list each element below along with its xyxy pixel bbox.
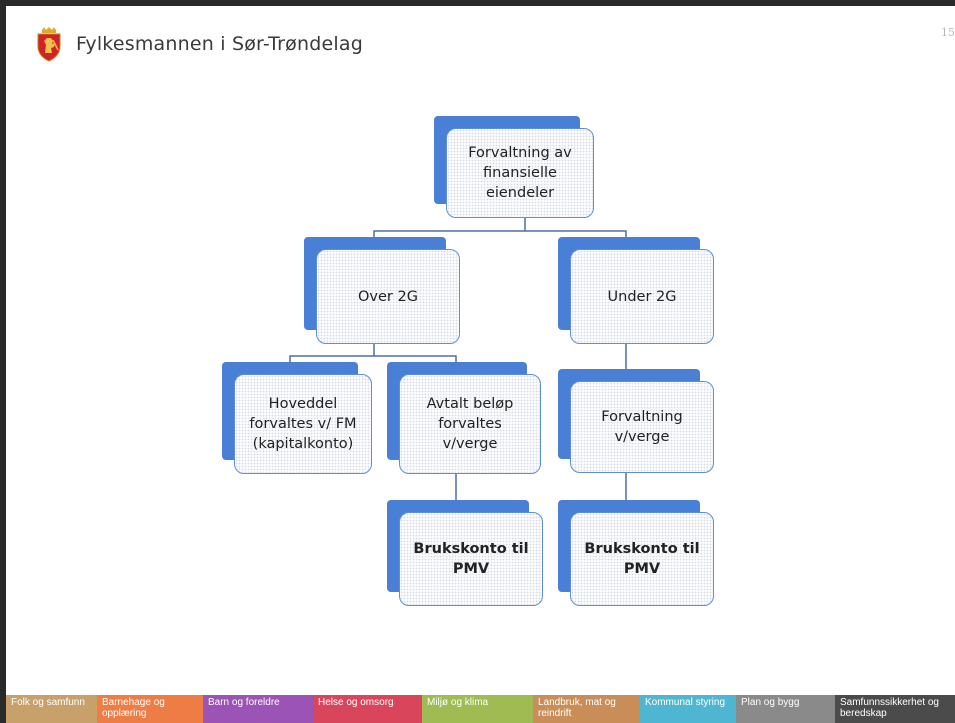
node-forvaltning-verge-label: Forvaltning v/verge <box>570 381 714 473</box>
node-root: Forvaltning av finansielle eiendeler <box>434 116 594 218</box>
footer-tab-kommunal-styring[interactable]: Kommunal styring <box>640 695 736 723</box>
node-over-2g: Over 2G <box>304 237 460 344</box>
connector-root-to-branches <box>373 218 627 237</box>
footer-tab-landbruk[interactable]: Landbruk, mat og reindrift <box>533 695 640 723</box>
node-avtalt-belop: Avtalt beløp forvaltes v/verge <box>387 362 541 474</box>
footer-tab-barn-og-foreldre[interactable]: Barn og foreldre <box>203 695 313 723</box>
node-avtalt-belop-label: Avtalt beløp forvaltes v/verge <box>399 374 541 474</box>
node-hoveddel: Hoveddel forvaltes v/ FM (kapitalkonto) <box>222 362 372 474</box>
node-brukskonto-left: Brukskonto til PMV <box>387 500 543 606</box>
node-brukskonto-right: Brukskonto til PMV <box>558 500 714 606</box>
footer-tab-helse-og-omsorg[interactable]: Helse og omsorg <box>313 695 422 723</box>
footer-tab-barnehage[interactable]: Barnehage og opplæring <box>97 695 203 723</box>
connector-left-branch <box>289 344 457 362</box>
footer-category-bar: Folk og samfunn Barnehage og opplæring B… <box>6 695 955 723</box>
page-number: 15 <box>941 26 955 39</box>
node-hoveddel-label: Hoveddel forvaltes v/ FM (kapitalkonto) <box>234 374 372 474</box>
node-brukskonto-left-label: Brukskonto til PMV <box>399 512 543 606</box>
footer-tab-samfunnssikkerhet[interactable]: Samfunnssikkerhet og beredskap <box>835 695 955 723</box>
node-under-2g-label: Under 2G <box>570 249 714 344</box>
node-over-2g-label: Over 2G <box>316 249 460 344</box>
node-brukskonto-right-label: Brukskonto til PMV <box>570 512 714 606</box>
node-forvaltning-verge: Forvaltning v/verge <box>558 369 714 473</box>
norwegian-lion-crest-icon <box>37 27 61 62</box>
header: Fylkesmannen i Sør-Trøndelag <box>34 26 363 62</box>
org-title: Fylkesmannen i Sør-Trøndelag <box>76 33 363 55</box>
footer-tab-plan-og-bygg[interactable]: Plan og bygg <box>736 695 835 723</box>
slide: Fylkesmannen i Sør-Trøndelag 15 Forvaltn… <box>6 6 955 723</box>
footer-tab-miljo-og-klima[interactable]: Miljø og klima <box>422 695 533 723</box>
footer-tab-folk-og-samfunn[interactable]: Folk og samfunn <box>6 695 97 723</box>
connector-lines <box>289 218 627 500</box>
node-root-label: Forvaltning av finansielle eiendeler <box>446 128 594 218</box>
node-under-2g: Under 2G <box>558 237 714 344</box>
